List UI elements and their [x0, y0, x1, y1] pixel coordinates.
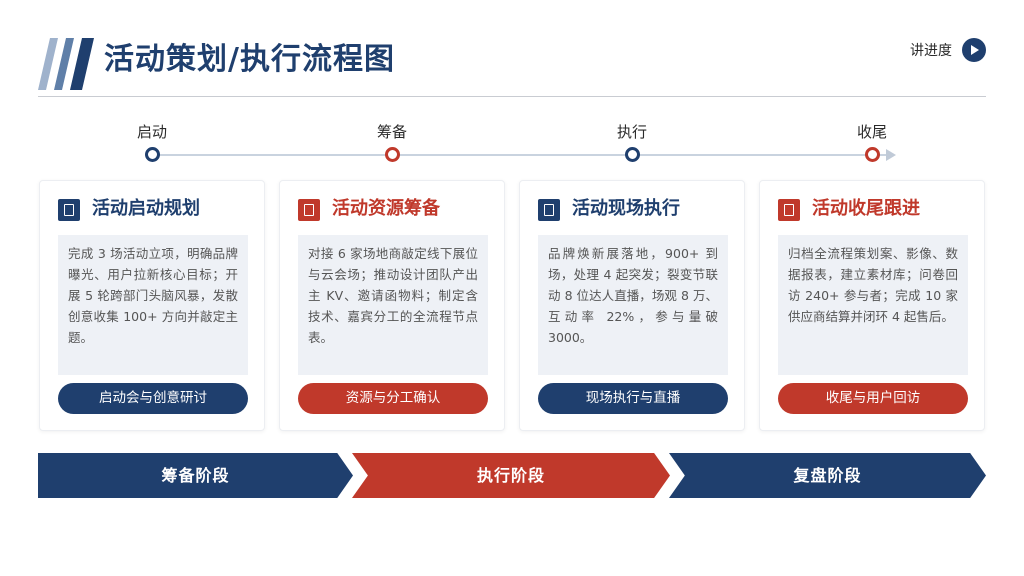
- header-divider: [38, 96, 986, 97]
- timeline-step-1-label: 启动: [136, 123, 167, 141]
- document-icon: [538, 199, 560, 221]
- card-start-planning: 活动启动规划 完成 3 场活动立项，明确品牌曝光、用户拉新核心目标；开展 5 轮…: [39, 180, 265, 431]
- phase-review: 复盘阶段: [669, 453, 986, 498]
- card-wrap-up: 活动收尾跟进 归档全流程策划案、影像、数据报表，建立素材库；问卷回访 240+ …: [759, 180, 985, 431]
- card-onsite-execution: 活动现场执行 品牌焕新展落地，900+ 到场，处理 4 起突发；裂变节联动 8 …: [519, 180, 745, 431]
- play-icon[interactable]: [962, 38, 986, 62]
- timeline-dot-1: [144, 147, 160, 162]
- card-title: 活动现场执行: [572, 198, 680, 219]
- timeline-arrow-icon: [886, 149, 896, 161]
- document-icon: [778, 199, 800, 221]
- timeline-dot-2: [384, 147, 400, 162]
- phase-preparation: 筹备阶段: [38, 453, 353, 498]
- timeline-dot-3: [624, 147, 640, 162]
- card-description: 归档全流程策划案、影像、数据报表，建立素材库；问卷回访 240+ 参与者；完成 …: [778, 235, 968, 375]
- timeline-step-2-label: 筹备: [376, 123, 407, 141]
- card-title: 活动启动规划: [92, 198, 200, 219]
- page-title: 活动策划/执行流程图: [104, 42, 395, 77]
- card-description: 完成 3 场活动立项，明确品牌曝光、用户拉新核心目标；开展 5 轮跨部门头脑风暴…: [58, 235, 248, 375]
- card-description: 品牌焕新展落地，900+ 到场，处理 4 起突发；裂变节联动 8 位达人直播，场…: [538, 235, 728, 375]
- phase-execution: 执行阶段: [352, 453, 670, 498]
- timeline-line: [152, 154, 888, 156]
- document-icon: [298, 199, 320, 221]
- timeline-dot-4: [864, 147, 880, 162]
- card-description: 对接 6 家场地商敲定线下展位与云会场；推动设计团队产出主 KV、邀请函物料；制…: [298, 235, 488, 375]
- timeline-step-4-label: 收尾: [856, 123, 887, 141]
- progress-link[interactable]: 讲进度: [910, 43, 952, 59]
- card-title: 活动收尾跟进: [812, 198, 920, 219]
- timeline-step-3-label: 执行: [616, 123, 647, 141]
- header-stripes-decoration: [38, 38, 94, 90]
- card-title: 活动资源筹备: [332, 198, 440, 219]
- card-button[interactable]: 收尾与用户回访: [778, 383, 968, 414]
- card-button[interactable]: 资源与分工确认: [298, 383, 488, 414]
- card-resource-prep: 活动资源筹备 对接 6 家场地商敲定线下展位与云会场；推动设计团队产出主 KV、…: [279, 180, 505, 431]
- card-button[interactable]: 现场执行与直播: [538, 383, 728, 414]
- document-icon: [58, 199, 80, 221]
- card-button[interactable]: 启动会与创意研讨: [58, 383, 248, 414]
